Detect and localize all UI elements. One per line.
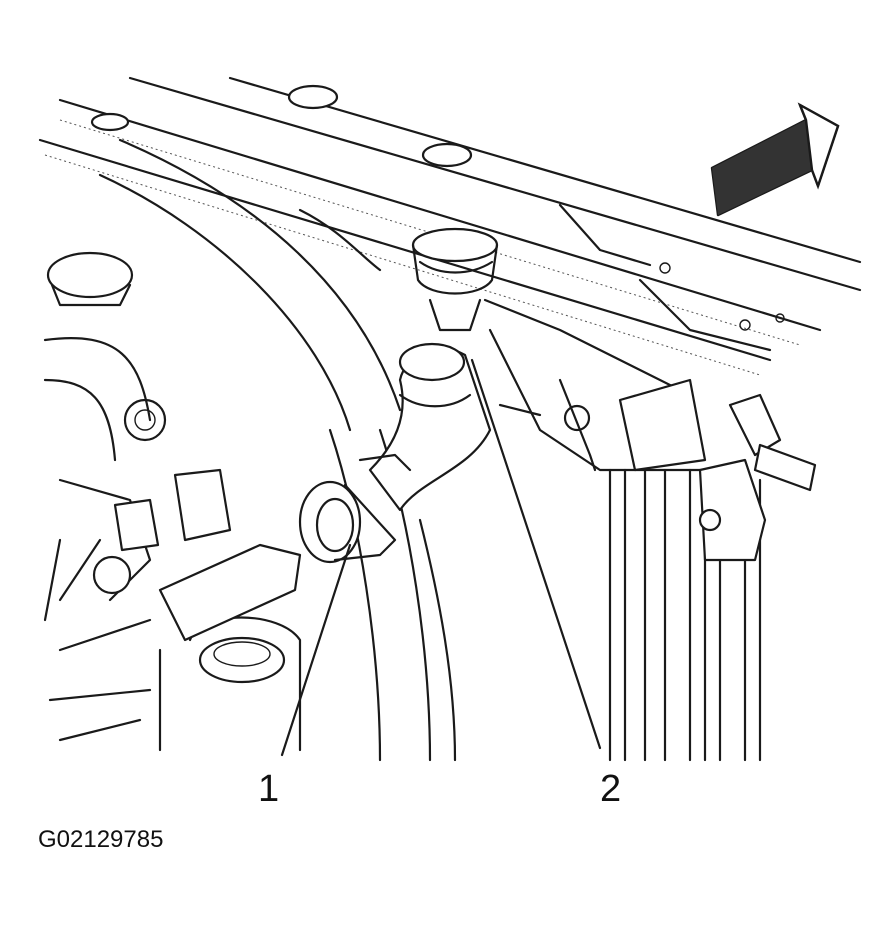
radiator-inlet-hose	[368, 342, 492, 512]
figure-id: G02129785	[38, 826, 164, 853]
radiator-core	[483, 298, 817, 762]
radiator-cap	[411, 227, 499, 332]
upper-radiator-hose	[98, 138, 457, 762]
oil-fill-cap	[46, 251, 167, 442]
leader-lines	[280, 358, 602, 757]
hose-clamp	[298, 453, 412, 564]
front-arrow-icon	[710, 102, 840, 217]
coolant-reservoir-cap	[158, 616, 302, 752]
callout-1: 1	[258, 768, 280, 810]
engine-wiring-area	[43, 337, 302, 742]
callout-2: 2	[600, 768, 622, 810]
